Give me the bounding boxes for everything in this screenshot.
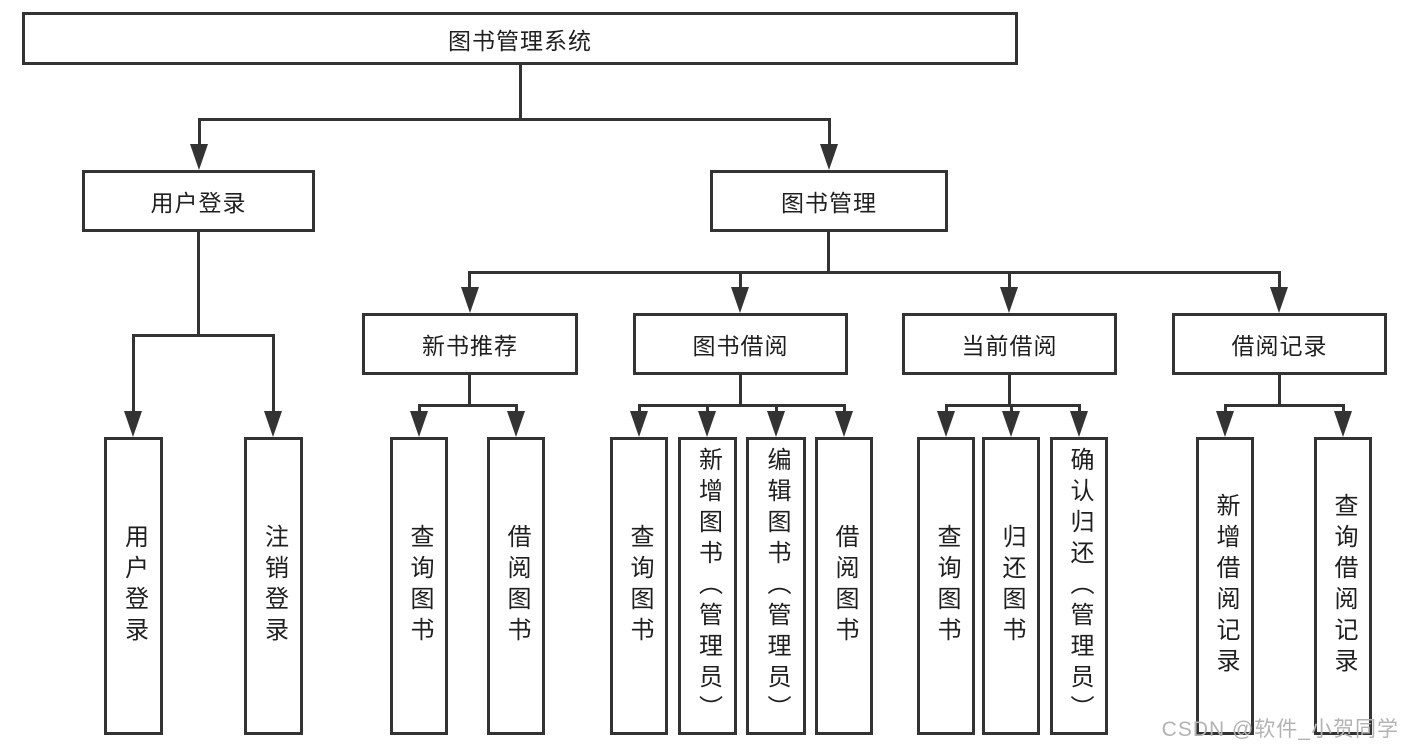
leaf-add-borrow-record: 新增借阅记录 (1196, 437, 1254, 735)
node-library-system-label: 图书管理系统 (448, 27, 592, 54)
arrowhead-icon (507, 411, 525, 437)
leaf-edit-book-admin: 编辑图书（管理员） (746, 437, 806, 735)
arrowhead-icon (698, 411, 716, 437)
connector-line (519, 64, 522, 120)
connector-line (827, 232, 830, 273)
node-borrow-records-label: 借阅记录 (1231, 333, 1328, 359)
connector-line (1342, 404, 1345, 414)
arrowhead-icon (461, 287, 479, 313)
arrowhead-icon (410, 411, 428, 437)
leaf-query-borrow-record: 查询借阅记录 (1314, 437, 1372, 735)
arrowhead-icon (937, 411, 955, 437)
connector-line (468, 271, 471, 289)
leaf-user-login: 用户登录 (104, 437, 163, 735)
connector-line (1010, 404, 1013, 414)
connector-line (468, 374, 471, 406)
connector-line (197, 232, 200, 336)
connector-line (418, 404, 518, 407)
connector-line (945, 404, 1081, 407)
connector-line (1278, 271, 1281, 289)
arrowhead-icon (1270, 287, 1288, 313)
connector-line (706, 404, 709, 414)
connector-line (843, 404, 846, 414)
connector-line (198, 118, 201, 146)
node-current-borrowing: 当前借阅 (902, 313, 1117, 375)
leaf-borrow-book-borrowing-label: 借阅图书 (831, 524, 858, 648)
arrowhead-icon (820, 144, 838, 170)
node-book-borrowing-label: 图书借阅 (692, 333, 789, 359)
node-book-management: 图书管理 (710, 170, 948, 232)
connector-line (468, 271, 1281, 274)
connector-line (1008, 374, 1011, 406)
node-book-management-label: 图书管理 (781, 190, 877, 216)
arrowhead-icon (731, 287, 749, 313)
connector-line (945, 404, 948, 414)
arrowhead-icon (264, 411, 282, 437)
leaf-query-book-recommend-label: 查询图书 (406, 524, 433, 648)
csdn-watermark: CSDN @软件_小贺同学 (1161, 718, 1399, 741)
leaf-query-book-recommend: 查询图书 (390, 437, 448, 735)
node-new-book-recommend: 新书推荐 (362, 313, 578, 375)
leaf-edit-book-admin-label: 编辑图书（管理员） (763, 446, 790, 726)
node-new-book-recommend-label: 新书推荐 (422, 333, 518, 359)
connector-line (132, 334, 135, 412)
node-library-system: 图书管理系统 (22, 12, 1018, 65)
leaf-return-book: 归还图书 (982, 437, 1040, 735)
leaf-query-book-borrowing-label: 查询图书 (626, 524, 653, 648)
arrowhead-icon (124, 411, 142, 437)
leaf-query-borrow-record-label: 查询借阅记录 (1330, 493, 1357, 679)
leaf-logout-label: 注销登录 (260, 524, 288, 648)
connector-line (1224, 404, 1345, 407)
connector-line (1278, 374, 1281, 406)
leaf-add-book-admin: 新增图书（管理员） (678, 437, 737, 735)
connector-line (132, 334, 275, 337)
node-user-login: 用户登录 (82, 170, 315, 232)
arrowhead-icon (1070, 411, 1088, 437)
arrowhead-icon (190, 144, 208, 170)
node-book-borrowing: 图书借阅 (633, 313, 848, 375)
leaf-query-book-current: 查询图书 (917, 437, 975, 735)
connector-line (638, 404, 641, 414)
arrowhead-icon (1216, 411, 1234, 437)
connector-line (775, 404, 778, 414)
connector-line (198, 118, 831, 121)
connector-line (739, 374, 742, 406)
connector-line (1078, 404, 1081, 414)
connector-line (272, 334, 275, 412)
node-user-login-label: 用户登录 (150, 190, 247, 216)
arrowhead-icon (835, 411, 853, 437)
arrowhead-icon (767, 411, 785, 437)
leaf-return-book-label: 归还图书 (998, 524, 1025, 648)
connector-line (638, 404, 846, 407)
node-current-borrowing-label: 当前借阅 (961, 333, 1058, 359)
leaf-confirm-return-admin-label: 确认归还（管理员） (1066, 446, 1093, 726)
arrowhead-icon (1002, 411, 1020, 437)
leaf-logout: 注销登录 (244, 437, 303, 735)
leaf-add-borrow-record-label: 新增借阅记录 (1212, 493, 1239, 679)
leaf-query-book-current-label: 查询图书 (933, 524, 960, 648)
arrowhead-icon (1000, 287, 1018, 313)
leaf-add-book-admin-label: 新增图书（管理员） (694, 446, 722, 726)
connector-line (418, 404, 421, 414)
leaf-borrow-book-borrowing: 借阅图书 (815, 437, 873, 735)
leaf-query-book-borrowing: 查询图书 (610, 437, 668, 735)
connector-line (1008, 271, 1011, 289)
connector-line (515, 404, 518, 414)
leaf-user-login-label: 用户登录 (120, 524, 148, 648)
connector-line (1224, 404, 1227, 414)
connector-line (739, 271, 742, 289)
node-borrow-records: 借阅记录 (1172, 313, 1387, 375)
leaf-borrow-book-recommend: 借阅图书 (487, 437, 545, 735)
connector-line (828, 118, 831, 146)
arrowhead-icon (1334, 411, 1352, 437)
arrowhead-icon (630, 411, 648, 437)
leaf-borrow-book-recommend-label: 借阅图书 (503, 524, 530, 648)
leaf-confirm-return-admin: 确认归还（管理员） (1050, 437, 1108, 735)
